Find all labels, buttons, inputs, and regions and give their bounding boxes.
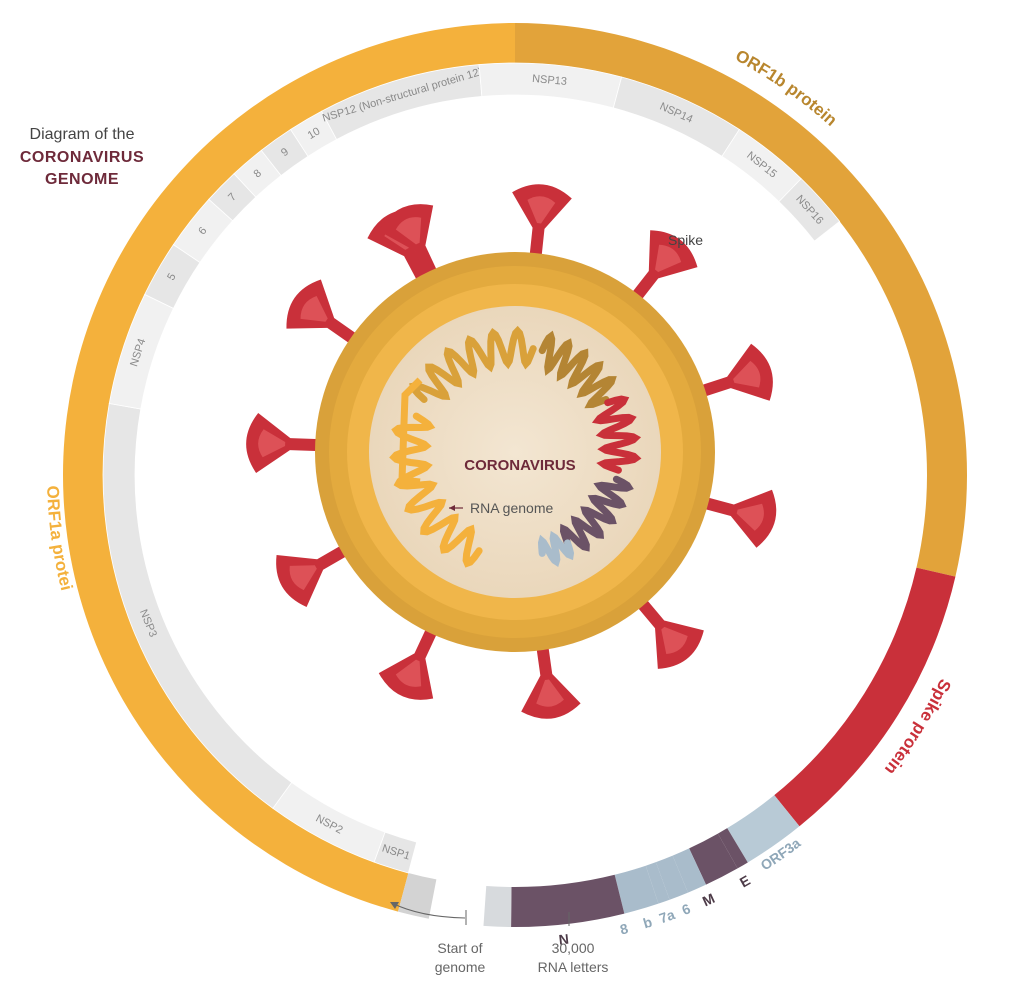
spike-protein <box>692 489 777 548</box>
spike-protein <box>246 413 331 473</box>
spikes <box>246 184 777 719</box>
orf7b-label: b <box>641 914 654 932</box>
spike-label: Spike <box>668 232 703 248</box>
ring-segment-m <box>689 833 738 885</box>
nsp-segment <box>778 178 841 242</box>
nsp-label: 5 <box>165 271 178 282</box>
end-caption-line-2: RNA letters <box>538 959 609 975</box>
start-caption-line-1: Start of <box>437 940 482 956</box>
start-arrow-line <box>391 902 466 919</box>
e-label: E <box>737 872 753 891</box>
rna-coil-segment <box>389 412 483 568</box>
ring-segment-spike <box>774 567 956 827</box>
rna-loop <box>398 377 423 486</box>
rna-genome-label: RNA genome <box>470 500 553 516</box>
rna-coil-segment <box>409 325 537 403</box>
ring-segment-n <box>511 874 625 927</box>
virus-label: CORONAVIRUS <box>464 457 575 474</box>
ring-segment-orf7b <box>645 862 670 904</box>
ring-segment-orf7a <box>655 855 688 900</box>
nsp-label: 9 <box>279 146 291 159</box>
spike-protein <box>378 204 443 287</box>
nsp-label: 10 <box>306 125 323 142</box>
spike-protein <box>512 184 572 269</box>
rna-coil-segment <box>537 530 575 567</box>
orf7a-label: 7a <box>657 906 677 926</box>
title-line-3: GENOME <box>45 171 119 188</box>
start-caption-line-2: genome <box>435 959 486 975</box>
outer-genome-ring <box>63 23 967 927</box>
spike-protein <box>624 230 698 310</box>
spike-protein <box>378 617 443 700</box>
nsp-label: NSP13 <box>532 73 568 88</box>
m-label: M <box>700 890 717 909</box>
diagram-title: Diagram of the CORONAVIRUS GENOME <box>20 126 144 188</box>
rna-coil-segment <box>591 395 642 474</box>
rna-coil-segment <box>559 475 634 552</box>
ring-start-cap <box>398 872 437 919</box>
spike-protein <box>286 279 367 351</box>
ring-segment-orf8 <box>614 865 659 914</box>
ring-segment-orf3a <box>727 795 800 863</box>
ring-segment-orf6 <box>672 848 707 893</box>
start-arrow-icon <box>390 902 399 909</box>
spike-protein <box>276 539 358 607</box>
title-line-2: CORONAVIRUS <box>20 149 144 166</box>
rna-genome-pointer <box>449 505 463 511</box>
virus-illustration: CORONAVIRUS RNA genome Spike <box>246 184 777 719</box>
orf6-label: 6 <box>679 900 692 918</box>
n-label: N <box>558 931 570 948</box>
ring-end-cap <box>483 885 512 927</box>
end-marker: 30,000 RNA letters <box>538 912 609 975</box>
spike-protein <box>521 634 581 719</box>
orf8-label: 8 <box>618 920 630 937</box>
title-line-1: Diagram of the <box>30 126 135 143</box>
start-marker: Start of genome <box>390 902 486 975</box>
spike-protein <box>629 589 704 669</box>
ring-segment-e <box>717 828 748 869</box>
end-caption-line-1: 30,000 <box>552 940 595 956</box>
spike-protein <box>689 343 773 401</box>
rna-genome-coil <box>389 325 642 568</box>
rna-coil-segment <box>538 330 617 409</box>
